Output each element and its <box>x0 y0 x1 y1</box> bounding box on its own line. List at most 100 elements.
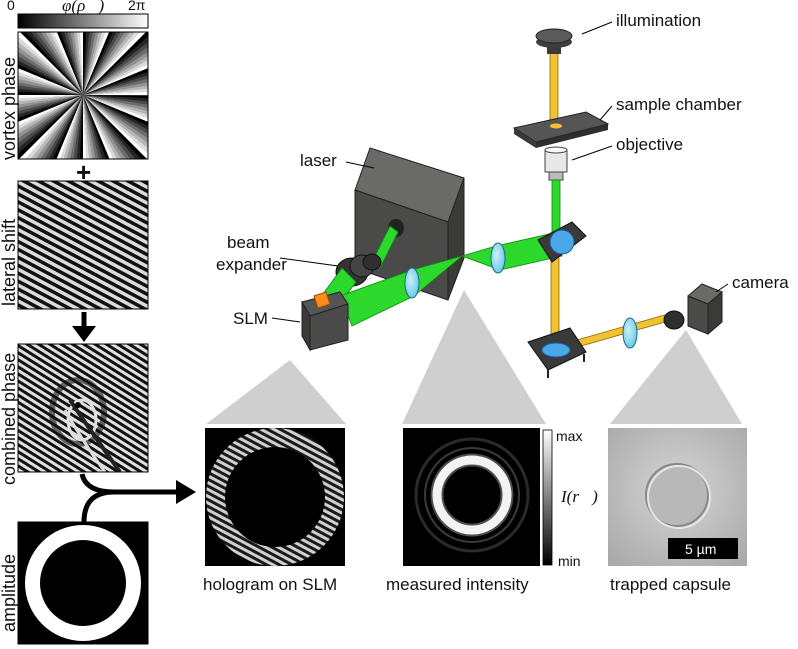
colorbar-symbol: φ(ρ⃗) <box>62 0 104 15</box>
colorbar-gradient <box>17 13 149 29</box>
combined-phase-image <box>18 344 148 472</box>
laser-callout: laser <box>300 151 375 170</box>
vortex-wedge <box>53 32 83 95</box>
illumination-callout: illumination <box>581 11 701 35</box>
vortex-wedge <box>49 32 83 95</box>
vortex-wedge <box>18 95 83 139</box>
illumination-label: illumination <box>616 11 701 30</box>
intensity-symbol: I(r⃗) <box>560 487 598 506</box>
vortex-wedge <box>36 32 83 95</box>
slm-label: SLM <box>233 309 268 328</box>
vortex-wedge <box>19 32 83 95</box>
vortex-wedge <box>83 95 136 159</box>
vortex-wedge <box>83 95 110 159</box>
camera-cone <box>610 330 742 424</box>
intensity-panel <box>403 428 540 566</box>
vortex-phase-image <box>18 32 148 159</box>
capsule-panel: 5 µm <box>608 428 747 566</box>
objective-label: objective <box>616 135 683 154</box>
vortex-wedge <box>83 60 148 95</box>
illumination-lamp <box>535 28 573 54</box>
vortex-wedge <box>83 95 131 159</box>
lateral-shift-image <box>17 180 149 310</box>
colorbar: 0 φ(ρ⃗) 2π <box>7 0 149 29</box>
objective-lens <box>544 146 568 181</box>
camera-label: camera <box>732 273 789 292</box>
vortex-wedge <box>83 88 148 95</box>
vortex-wedge <box>45 32 83 95</box>
vortex-wedge <box>56 32 83 95</box>
slm-display-surface <box>313 291 331 309</box>
laser-label: laser <box>300 151 337 170</box>
dichroic-mirror <box>537 221 587 263</box>
sample-chamber <box>512 111 610 148</box>
vortex-wedge <box>83 75 148 95</box>
vortex-wedge <box>83 68 148 95</box>
vortex-wedge <box>18 32 83 95</box>
vortex-wedge <box>70 32 83 95</box>
vortex-wedge <box>76 32 83 95</box>
intensity-max-label: max <box>556 428 582 444</box>
camera-callout: camera <box>715 273 789 293</box>
vortex-wedge <box>31 32 83 95</box>
scale-bar-label: 5 µm <box>685 541 716 557</box>
slm-device <box>301 291 349 352</box>
sample-chamber-callout: sample chamber <box>599 95 742 121</box>
intensity-colorbar <box>542 429 553 566</box>
vortex-wedge <box>83 95 148 159</box>
hologram-panel <box>205 428 345 566</box>
vortex-wedge <box>83 95 122 159</box>
vortex-wedge <box>83 91 148 96</box>
combined-phase-label: combined phase <box>0 353 19 485</box>
lens-2 <box>490 242 506 274</box>
vortex-wedge <box>18 94 83 99</box>
scale-bar <box>668 538 738 559</box>
slm-callout: SLM <box>233 309 301 328</box>
slm-cone <box>206 360 346 424</box>
camera-mirror <box>527 327 587 378</box>
sample-chamber-label: sample chamber <box>616 95 742 114</box>
vortex-phase-label: vortex phase <box>0 57 19 160</box>
beam-expander-callout: beam expander <box>216 233 339 274</box>
vortex-wedge <box>83 95 147 159</box>
vortex-wedge <box>60 32 83 95</box>
lens-1 <box>404 267 420 299</box>
vortex-wedge <box>18 95 83 149</box>
vortex-wedge <box>83 78 148 95</box>
plus-sign: + <box>76 157 91 187</box>
beam-expander-label-line1: beam <box>227 233 270 252</box>
vortex-wedge <box>83 32 148 95</box>
intensity-cone <box>402 290 546 424</box>
vortex-wedge <box>67 32 83 95</box>
lateral-shift-label: lateral shift <box>0 219 19 306</box>
vortex-wedge <box>83 95 90 159</box>
lens-3 <box>622 317 638 349</box>
vortex-wedge <box>83 46 148 95</box>
vortex-wedge <box>18 95 83 102</box>
capsule-caption: trapped capsule <box>610 575 731 594</box>
vortex-wedge <box>83 95 126 159</box>
hologram-caption: hologram on SLM <box>203 575 337 594</box>
vortex-wedge <box>18 95 83 154</box>
vortex-wedge <box>83 64 148 95</box>
vortex-wedge <box>83 32 87 95</box>
beam-expander-label-line2: expander <box>216 255 287 274</box>
vortex-wedge <box>83 95 148 102</box>
vortex-wedge <box>18 95 83 115</box>
intensity-min-label: min <box>558 553 581 569</box>
amplitude-image <box>17 521 149 645</box>
vortex-wedge <box>18 95 83 159</box>
vortex-wedge <box>79 95 83 159</box>
illumination-beam <box>549 47 673 353</box>
intensity-caption: measured intensity <box>386 575 529 594</box>
camera <box>663 283 723 336</box>
colorbar-min-label: 0 <box>7 0 15 13</box>
vortex-wedge <box>79 32 84 95</box>
vortex-wedge <box>40 32 83 95</box>
vortex-wedge <box>18 95 83 134</box>
vortex-wedge <box>83 95 103 159</box>
vortex-wedge <box>73 32 83 95</box>
amplitude-label: amplitude <box>0 554 19 632</box>
vortex-wedge <box>82 95 87 159</box>
